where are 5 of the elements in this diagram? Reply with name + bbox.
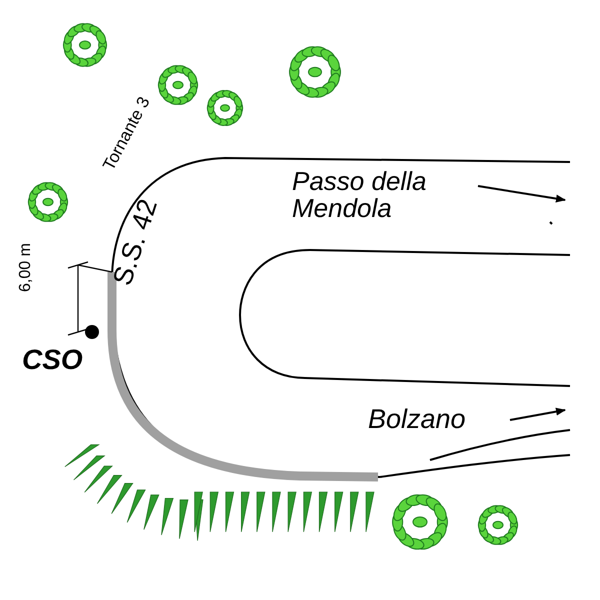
point-label: CSO [22,345,83,374]
road-label: S.S. 42 [108,196,162,289]
dimension-label: 6,00 m [18,243,35,292]
destination-label: Passo della Mendola [292,168,428,223]
destination-label: Bolzano [368,405,466,434]
